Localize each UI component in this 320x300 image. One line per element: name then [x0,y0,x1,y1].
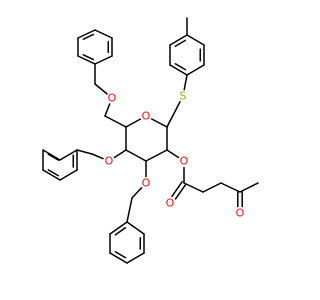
oxygen-atom-label: O [108,92,117,105]
single-bond [166,101,181,128]
single-bond [126,197,133,223]
double-bond-outer [77,29,96,39]
single-bond [94,29,113,39]
single-bond [186,64,205,76]
single-bond [94,55,113,65]
molecule-diagram: O S O O O O O O [42,17,259,264]
single-bond [59,169,78,181]
oxygen-atom-label: O [142,177,151,190]
oxygen-atom-label: O [142,110,151,123]
single-bond [126,221,145,235]
single-bond [126,252,145,264]
single-bond [131,187,143,199]
double-bond [171,180,183,198]
single-bond [186,34,205,46]
oxygen-atom-label: O [180,155,189,168]
double-bond-inner [174,62,187,71]
single-bond [76,149,93,155]
single-bond [113,149,127,159]
oxygen-atom-label: O [236,207,245,220]
single-bond [166,149,180,159]
single-bond [91,153,104,160]
double-bond-inner [174,39,187,48]
double-bond-inner [114,250,127,259]
single-bond [94,83,108,95]
double-bond-outer [109,252,128,264]
oxygen-atom-label: O [166,197,175,210]
double-bond-inner [47,169,60,177]
single-bond [104,115,127,128]
single-bond [183,74,188,91]
double-bond-outer [42,169,61,181]
atom-labels: O S O O O O O O [105,90,245,220]
single-bond [145,149,168,162]
oxygen-atom-label: O [105,155,114,168]
single-bond [202,182,222,193]
double-bond-outer [109,221,128,235]
single-bond [239,182,259,193]
double-bond-outer [42,149,61,161]
double-bond [174,183,187,200]
structure-canvas: O S O O O O O O [42,17,259,264]
bonds [42,17,259,264]
single-bond [59,149,78,161]
double-bond-inner [114,226,127,236]
double-bond-outer [77,55,96,65]
single-bond [220,182,241,193]
single-bond [104,103,111,117]
single-bond [151,118,168,128]
double-bond-inner [82,33,95,40]
single-bond [125,118,142,128]
double-bond-outer [169,34,188,46]
single-bond [183,182,204,193]
double-bond-inner [82,54,95,61]
single-bond [125,149,147,162]
sulfur-atom-label: S [180,90,187,103]
double-bond-inner [47,153,60,161]
double-bond-outer [169,64,188,76]
